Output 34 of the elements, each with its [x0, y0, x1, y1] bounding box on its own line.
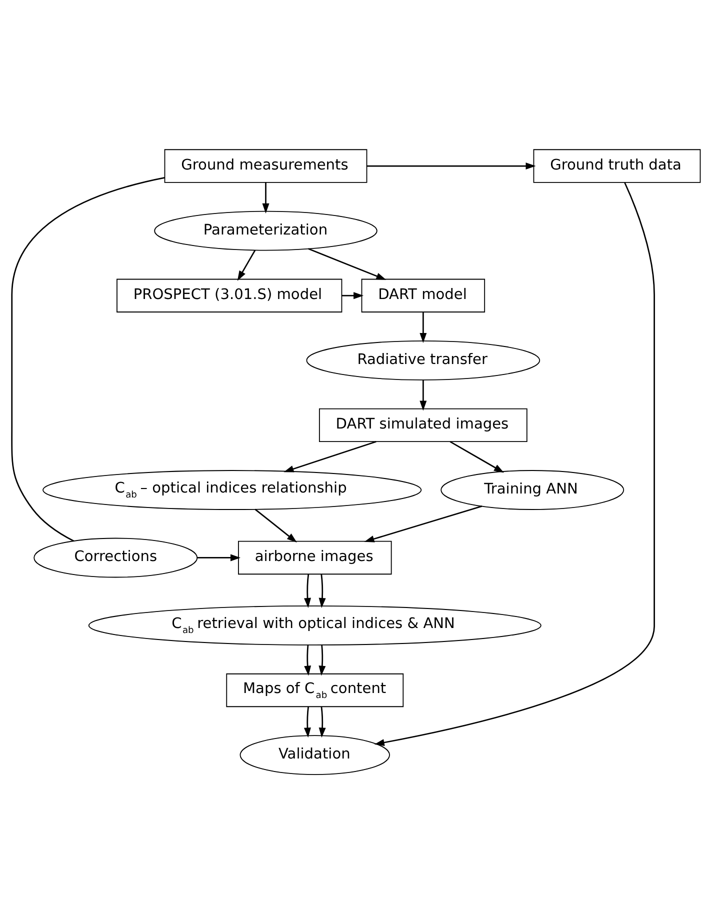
arrow — [374, 182, 655, 746]
node-box: DART model — [361, 278, 486, 312]
connector — [11, 177, 165, 542]
node-ellipse: Training ANN — [440, 470, 624, 510]
node-box: DART simulated images — [318, 408, 528, 442]
node-box: Ground measurements — [164, 149, 368, 183]
node-box: airborne images — [238, 540, 392, 575]
arrow — [420, 380, 427, 411]
arrow — [237, 250, 256, 281]
arrow — [318, 574, 326, 608]
node-ellipse: Parameterization — [154, 210, 378, 251]
node-ellipse: C$_{ab}$ – optical indices relationship — [42, 470, 422, 510]
arrow — [308, 248, 386, 280]
node-ellipse: Validation — [240, 735, 390, 776]
arrow — [254, 508, 297, 543]
arrow — [420, 312, 427, 344]
node-ellipse: Corrections — [34, 538, 198, 578]
node-box: Maps of C$_{ab}$ content — [226, 673, 404, 708]
arrow — [304, 644, 312, 676]
arrow — [304, 574, 311, 608]
arrow — [262, 182, 270, 214]
arrow — [364, 506, 482, 542]
arrow — [304, 706, 311, 738]
arrow — [197, 554, 241, 562]
arrow — [284, 440, 376, 472]
node-box: Ground truth data — [533, 149, 701, 183]
arrow — [366, 162, 536, 170]
arrow — [318, 644, 326, 676]
arrow — [342, 292, 364, 300]
arrow — [318, 706, 326, 738]
node-ellipse: Radiative transfer — [306, 340, 540, 380]
arrow — [450, 441, 504, 473]
node-ellipse: C$_{ab}$ retrieval with optical indices & ANN — [88, 606, 542, 646]
node-box: PROSPECT (3.01.S) model — [116, 278, 342, 312]
